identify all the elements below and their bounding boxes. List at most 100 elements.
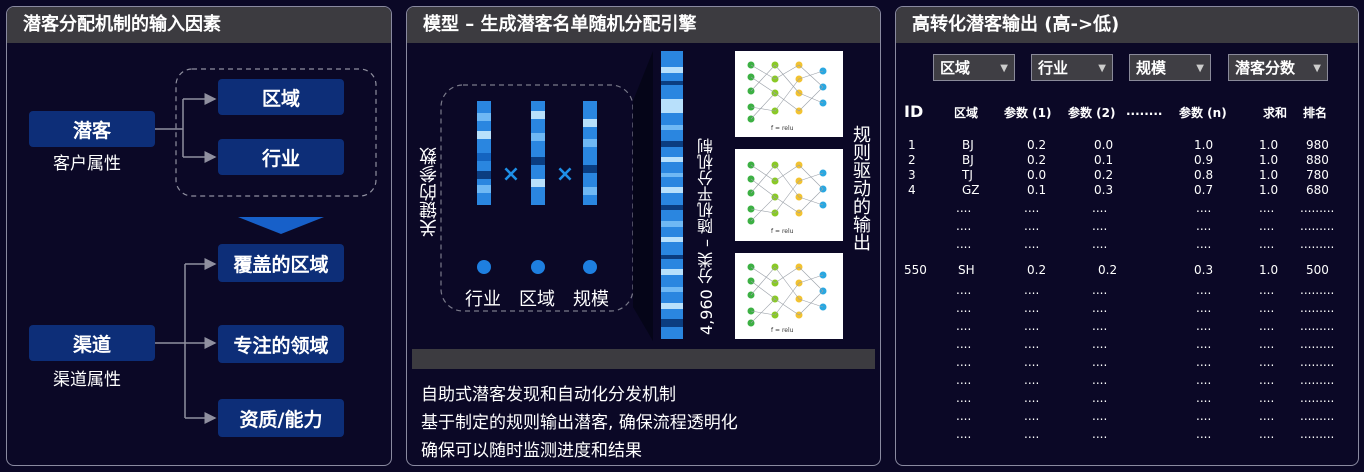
col-id: ID xyxy=(904,102,924,121)
table-cell: 1.0 xyxy=(1259,183,1279,197)
col-region: 区域 xyxy=(954,106,979,120)
channel-item-focus: 专注的领域 xyxy=(218,325,344,363)
table-cell: 1.0 xyxy=(1194,138,1214,152)
ellipsis-cell: .... xyxy=(1196,319,1212,333)
ellipsis-cell: ......... xyxy=(1300,355,1335,369)
model-diagram: × × xyxy=(440,51,843,341)
ellipsis-cell: .... xyxy=(1092,391,1108,405)
rules-output-label: 规则驱动的输出 xyxy=(850,125,871,251)
ellipsis-cell: .... xyxy=(1024,391,1040,405)
ellipsis-cell: .... xyxy=(956,391,972,405)
table-cell: 0.1 xyxy=(1094,153,1114,167)
ellipsis-cell: .... xyxy=(1259,301,1275,315)
ellipsis-cell: .... xyxy=(956,427,972,441)
output-header: 高转化潜客输出 (高->低) xyxy=(896,7,1358,43)
ellipsis-cell: .... xyxy=(1196,283,1212,297)
param-name-industry: 行业 xyxy=(465,289,501,310)
filter-scale-dropdown[interactable]: 规模 ▼ xyxy=(1129,54,1211,81)
chevron-down-icon: ▼ xyxy=(1196,63,1204,74)
ellipsis-cell: .... xyxy=(1092,237,1108,251)
prospect-item-region: 区域 xyxy=(218,79,344,115)
ellipsis-cell: .... xyxy=(1024,427,1040,441)
ellipsis-cell: .... xyxy=(1259,427,1275,441)
ellipsis-cell: .... xyxy=(1196,337,1212,351)
input-factors-header: 潜客分配机制的输入因素 xyxy=(7,7,391,43)
ellipsis-cell: .... xyxy=(1259,355,1275,369)
table-cell: 0.2 xyxy=(1027,138,1047,152)
filter-industry-dropdown[interactable]: 行业 ▼ xyxy=(1031,54,1113,81)
ellipsis-cell: .... xyxy=(1196,219,1212,233)
table-cell: 980 xyxy=(1306,138,1329,152)
ellipsis-cell: .... xyxy=(1259,391,1275,405)
ellipsis-cell: .... xyxy=(1196,355,1212,369)
table-cell: 0.1 xyxy=(1027,183,1047,197)
ellipsis-cell: ......... xyxy=(1300,283,1335,297)
nn-thumbnail-1 xyxy=(735,51,843,137)
param-bar-scale xyxy=(583,101,597,205)
prospect-item-industry: 行业 xyxy=(218,139,344,175)
table-cell: 0.3 xyxy=(1194,263,1214,277)
ellipsis-cell: .... xyxy=(1196,373,1212,387)
ellipsis-cell: .... xyxy=(1196,301,1212,315)
svg-text:×: × xyxy=(556,162,574,187)
note-3: 确保可以随时监测进度和结果 xyxy=(421,441,642,461)
table-cell: 1.0 xyxy=(1259,168,1279,182)
col-rank: 排名 xyxy=(1303,106,1328,120)
divider-band xyxy=(412,349,875,369)
table-cell: 3 xyxy=(908,168,916,182)
ellipsis-cell: .... xyxy=(1259,237,1275,251)
ellipsis-cell: .... xyxy=(1259,219,1275,233)
svg-text:×: × xyxy=(502,162,520,187)
ellipsis-cell: .... xyxy=(1024,201,1040,215)
col-sum: 求和 xyxy=(1263,106,1288,120)
ellipsis-cell: ......... xyxy=(1300,301,1335,315)
combinations-label: 4,960 分类 – 随机平分机制 xyxy=(697,137,716,335)
chevron-down-icon: ▼ xyxy=(1098,63,1106,74)
note-1: 自助式潜客发现和自动化分发机制 xyxy=(421,385,676,405)
col-param-2: 参数 (2) xyxy=(1068,106,1116,120)
ellipsis-cell: .... xyxy=(1092,373,1108,387)
param-name-scale: 规模 xyxy=(573,289,609,310)
table-cell: 0.0 xyxy=(1027,168,1047,182)
table-cell: 0.9 xyxy=(1194,153,1214,167)
ellipsis-cell: .... xyxy=(1092,355,1108,369)
ellipsis-cell: ......... xyxy=(1300,201,1335,215)
output-panel: 高转化潜客输出 (高->低) 区域 ▼ 行业 ▼ 规模 ▼ 潜客分数 ▼ ID … xyxy=(895,6,1359,466)
filter-region-dropdown[interactable]: 区域 ▼ xyxy=(933,54,1015,81)
table-cell: 0.2 xyxy=(1098,263,1118,277)
ellipsis-cell: .... xyxy=(1196,427,1212,441)
nn-caption-3: f = relu xyxy=(771,327,794,334)
table-cell: 880 xyxy=(1306,153,1329,167)
param-name-region: 区域 xyxy=(519,289,555,310)
ellipsis-cell: .... xyxy=(1024,373,1040,387)
channel-subtitle: 渠道属性 xyxy=(53,370,121,390)
nn-caption-1: f = relu xyxy=(771,125,794,132)
table-cell: 0.2 xyxy=(1094,168,1114,182)
filter-region-label: 区域 xyxy=(940,59,971,77)
table-cell: 550 xyxy=(904,263,927,277)
ellipsis-cell: .... xyxy=(1259,319,1275,333)
ellipsis-cell: ......... xyxy=(1300,391,1335,405)
table-cell: BJ xyxy=(962,138,974,152)
table-cell: BJ xyxy=(962,153,974,167)
filter-industry-label: 行业 xyxy=(1038,59,1069,77)
ellipsis-cell: .... xyxy=(1024,283,1040,297)
param-bar-region xyxy=(531,101,545,205)
ellipsis-cell: .... xyxy=(1196,391,1212,405)
table-cell: 1 xyxy=(908,138,916,152)
ellipsis-cell: ......... xyxy=(1300,319,1335,333)
ellipsis-cell: .... xyxy=(1259,409,1275,423)
chevron-down-icon: ▼ xyxy=(1313,63,1321,74)
ellipsis-cell: ......... xyxy=(1300,373,1335,387)
param-bar-industry xyxy=(477,101,491,205)
table-cell: 0.3 xyxy=(1094,183,1114,197)
ellipsis-cell: ......... xyxy=(1300,427,1335,441)
filter-score-dropdown[interactable]: 潜客分数 ▼ xyxy=(1228,54,1328,81)
table-cell: 780 xyxy=(1306,168,1329,182)
col-param-n: 参数 (n) xyxy=(1179,106,1227,120)
channel-node: 渠道 xyxy=(29,325,155,361)
model-header: 模型 – 生成潜客名单随机分配引擎 xyxy=(407,7,880,43)
ellipsis-cell: .... xyxy=(1092,427,1108,441)
ellipsis-cell: .... xyxy=(956,355,972,369)
ellipsis-cell: .... xyxy=(1024,237,1040,251)
